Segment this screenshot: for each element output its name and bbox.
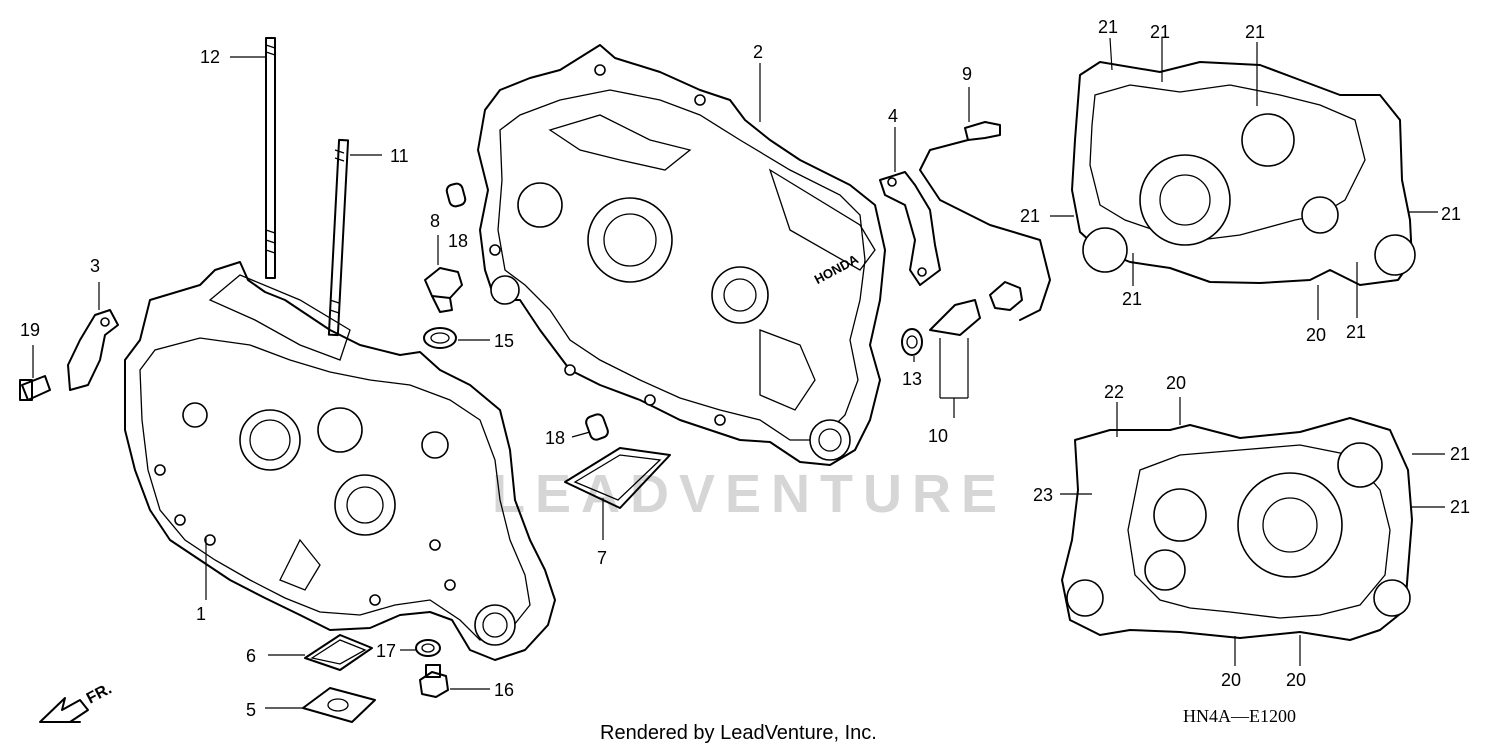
callout-23: 23 [1033, 485, 1053, 505]
callout-17: 17 [376, 641, 396, 661]
flange-bolt-19 [19, 375, 51, 401]
callout-21-g: 21 [1346, 322, 1366, 342]
front-direction-arrow: FR. [39, 680, 115, 723]
callout-9: 9 [962, 64, 972, 84]
bracket-3 [67, 309, 119, 391]
screen-6 [304, 634, 373, 671]
stud-bolt-12 [265, 37, 276, 279]
front-label: FR. [84, 680, 115, 707]
callout-19: 19 [20, 320, 40, 340]
leader-lines [32, 37, 1445, 709]
callout-21-h: 21 [1450, 444, 1470, 464]
callout-7: 7 [597, 548, 607, 568]
switch-10 [929, 281, 1023, 336]
bracket-4 [879, 171, 941, 286]
callout-6: 6 [246, 646, 256, 666]
callout-21-f: 21 [1122, 289, 1142, 309]
cover-5 [302, 687, 376, 723]
rendered-by-credit: Rendered by LeadVenture, Inc. [600, 722, 877, 744]
watermark: LEADVENTURE [492, 464, 1007, 524]
callout-15: 15 [494, 331, 514, 351]
stud-bolt-11 [327, 138, 350, 337]
callout-labels: 12 11 3 19 1 2 4 9 8 18 15 18 7 13 10 6 … [20, 17, 1470, 720]
crankcase-gasket-lower [1061, 417, 1413, 641]
callout-11: 11 [390, 146, 409, 166]
washer-13 [901, 328, 923, 356]
callout-22: 22 [1104, 382, 1124, 402]
callout-8: 8 [430, 211, 440, 231]
callout-16: 16 [494, 680, 514, 700]
callout-4: 4 [888, 106, 898, 126]
crankcase-gasket-upper [1071, 61, 1416, 286]
oil-strainer-7 [564, 447, 671, 509]
callout-5: 5 [246, 700, 256, 720]
callout-10: 10 [928, 426, 948, 446]
neutral-switch-sensor-9 [919, 121, 1051, 321]
dowel-pin-18-lower [585, 413, 609, 441]
diagram-code: HN4A—E1200 [1183, 706, 1296, 726]
right-crankcase-half: HONDA [477, 44, 886, 466]
oil-filler-cap-8 [424, 267, 463, 313]
callout-12: 12 [200, 47, 220, 67]
callout-21-c: 21 [1245, 22, 1265, 42]
callout-13: 13 [902, 369, 922, 389]
left-crankcase-half [124, 261, 556, 661]
callout-2: 2 [753, 42, 763, 62]
o-ring-15 [423, 327, 457, 349]
callout-18-upper: 18 [448, 231, 468, 251]
callout-3: 3 [90, 256, 100, 276]
callout-18-lower: 18 [545, 428, 565, 448]
washer-17 [415, 639, 441, 657]
callout-20-b: 20 [1166, 373, 1186, 393]
callout-20-c: 20 [1221, 670, 1241, 690]
callout-20-d: 20 [1286, 670, 1306, 690]
callout-21-e: 21 [1441, 204, 1461, 224]
drain-bolt-16 [419, 664, 449, 698]
dowel-pin-18-upper [445, 182, 467, 208]
callout-21-a: 21 [1098, 17, 1118, 37]
callout-21-b: 21 [1150, 22, 1170, 42]
callout-1: 1 [196, 604, 206, 624]
callout-21-i: 21 [1450, 497, 1470, 517]
callout-21-d: 21 [1020, 206, 1040, 226]
callout-20-a: 20 [1306, 325, 1326, 345]
